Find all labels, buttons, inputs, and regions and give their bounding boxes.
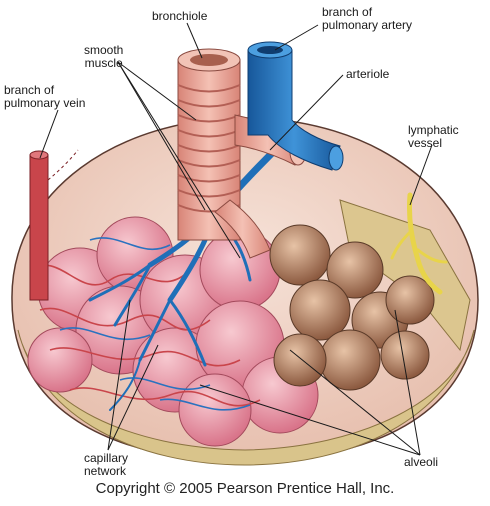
label-pulmonary-vein: branch of pulmonary vein bbox=[4, 84, 85, 110]
label-lymphatic-vessel-line2: vessel bbox=[408, 137, 459, 150]
label-smooth-muscle: smooth muscle bbox=[84, 44, 123, 70]
label-alveoli: alveoli bbox=[404, 456, 438, 469]
label-smooth-muscle-line2: muscle bbox=[84, 57, 123, 70]
label-pulmonary-vein-line2: pulmonary vein bbox=[4, 97, 85, 110]
label-pulmonary-artery: branch of pulmonary artery bbox=[322, 6, 412, 32]
label-lymphatic-vessel: lymphatic vessel bbox=[408, 124, 459, 150]
label-pulmonary-artery-line2: pulmonary artery bbox=[322, 19, 412, 32]
label-arteriole: arteriole bbox=[346, 68, 389, 81]
label-capillary-network: capillary network bbox=[84, 452, 128, 478]
copyright-notice: Copyright © 2005 Pearson Prentice Hall, … bbox=[0, 480, 490, 497]
label-capillary-network-line2: network bbox=[84, 465, 128, 478]
label-bronchiole: bronchiole bbox=[152, 10, 207, 23]
